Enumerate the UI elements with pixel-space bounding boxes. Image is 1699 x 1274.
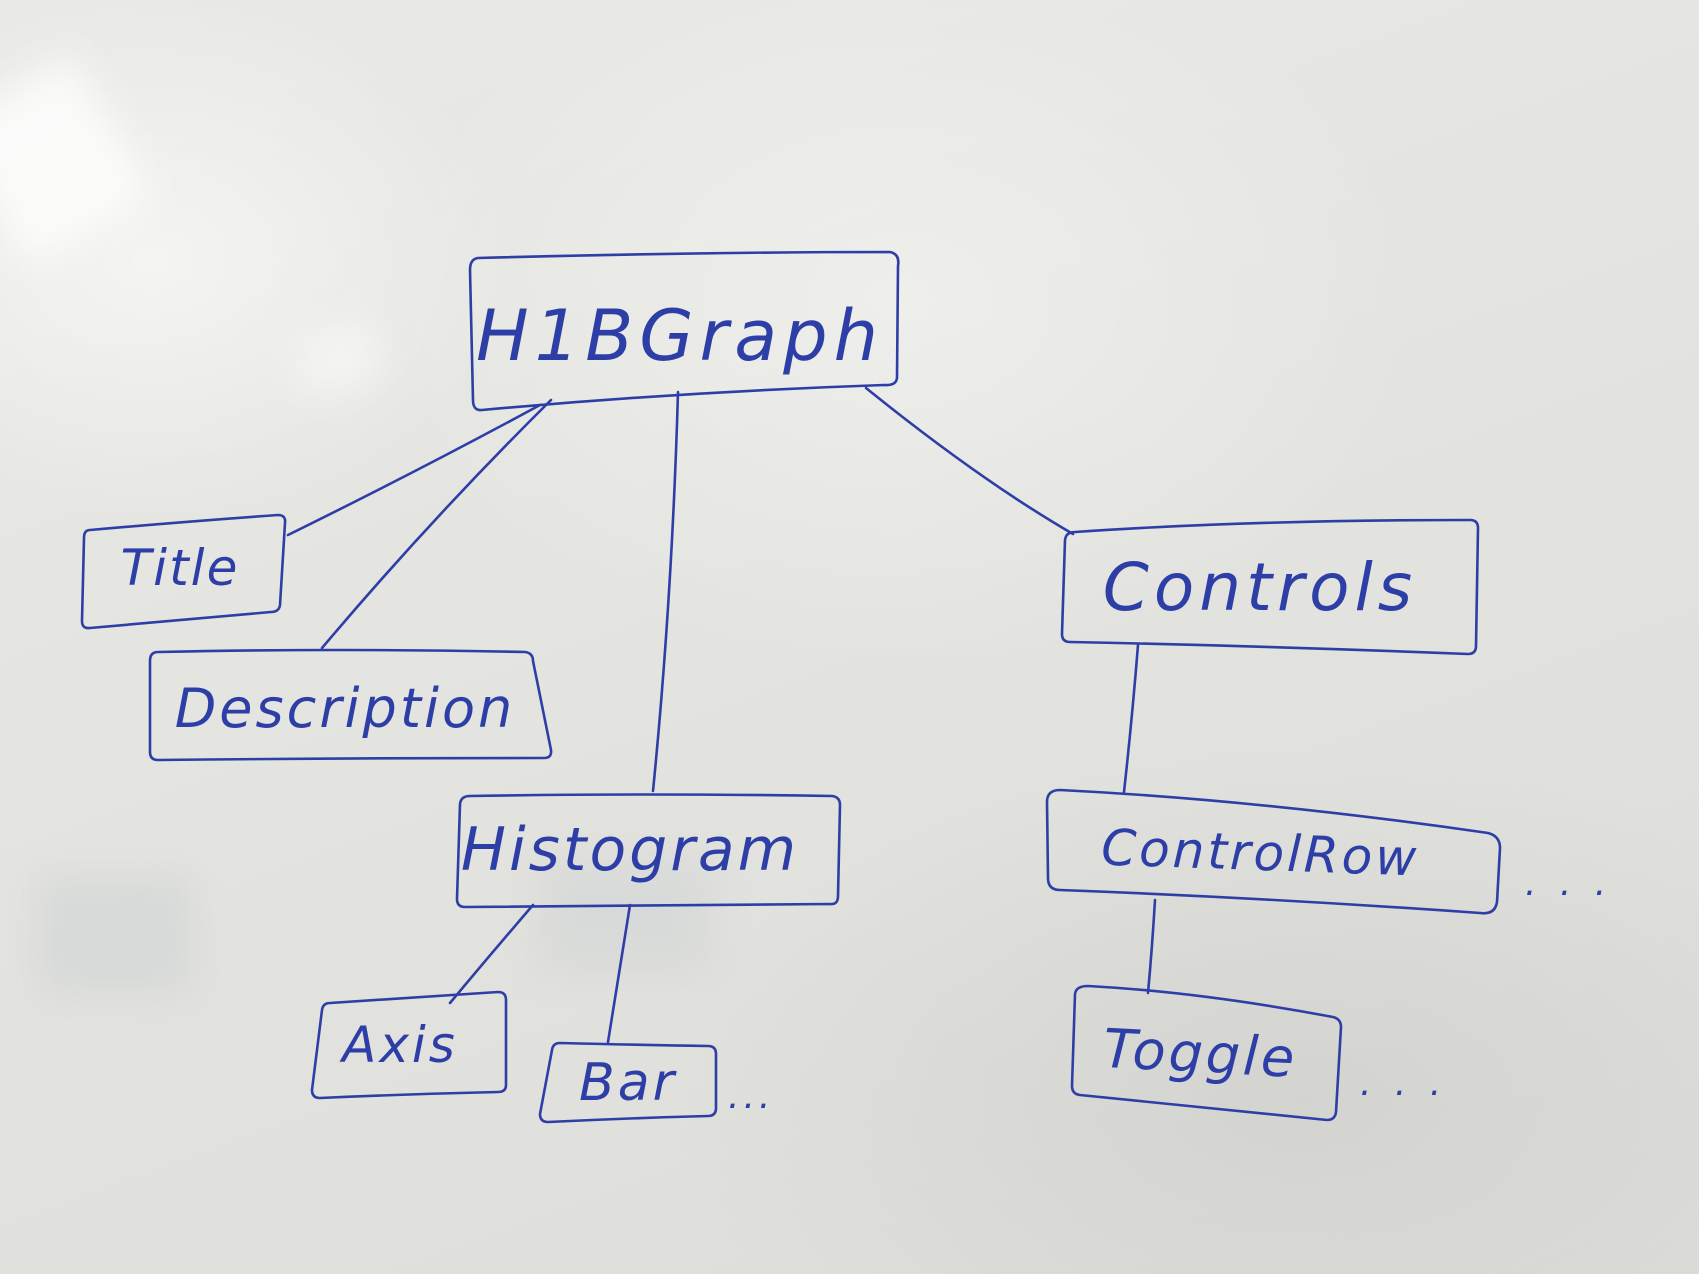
edge-histogram-axis [448,903,535,1005]
edge-root-histogram [651,390,680,793]
edge-histogram-bar [606,903,632,1044]
node-label-title: Title [121,539,240,597]
ellipsis-after-toggle: . . . [1360,1063,1447,1104]
node-label-root: H1BGraph [476,295,884,377]
ellipsis-after-control-row: . . . [1525,863,1612,904]
node-label-controls: Controls [1103,549,1417,626]
box-title [80,513,287,630]
ellipsis-after-bar: ... [728,1076,774,1117]
box-bar [538,1041,718,1124]
box-axis [310,990,508,1100]
reflection [40,880,190,990]
node-label-bar: Bar [579,1053,678,1113]
edge-root-description [320,398,553,650]
box-description [148,648,553,762]
node-label-control-row: ControlRow [1100,818,1420,887]
edge-root-controls [864,386,1075,536]
edge-control-row-toggle [1146,898,1157,995]
node-label-toggle: Toggle [1102,1017,1299,1090]
box-histogram [455,793,842,909]
edge-root-title [286,403,542,537]
box-toggle [1070,984,1343,1122]
node-label-axis: Axis [339,1016,458,1074]
box-control-row [1045,788,1502,915]
node-label-histogram: Histogram [461,815,799,885]
node-label-description: Description [175,677,516,740]
edge-controls-control-row [1122,643,1140,794]
box-controls [1060,518,1480,656]
box-root [468,250,900,412]
reflection [540,860,710,970]
